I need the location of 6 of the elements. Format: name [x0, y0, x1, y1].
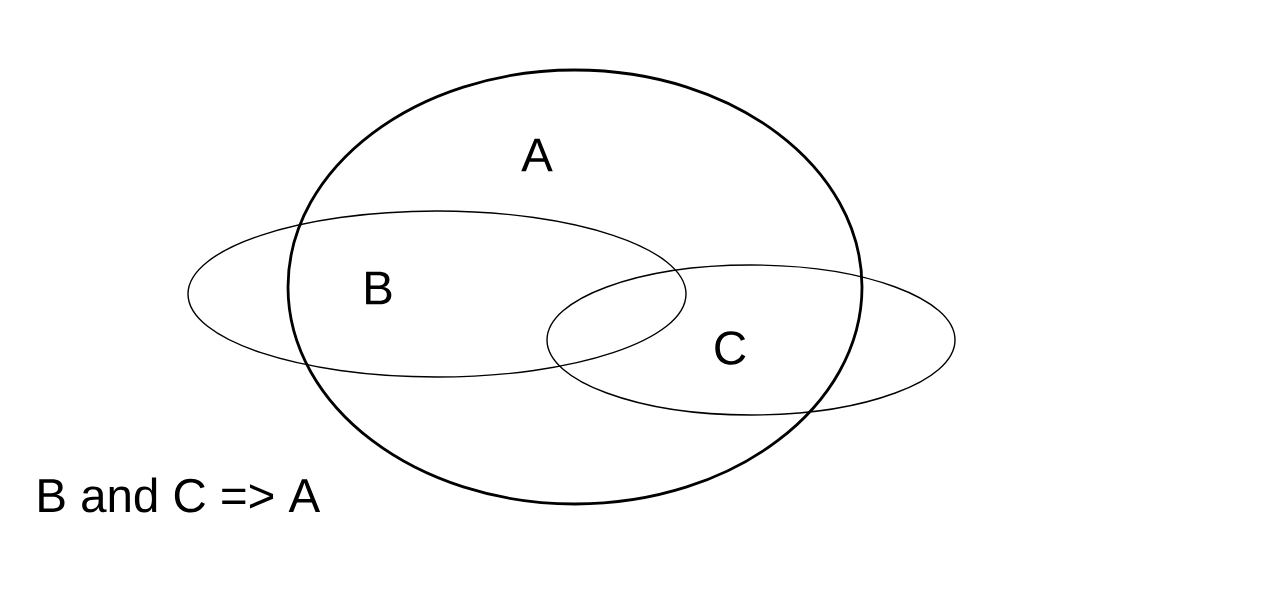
implication-text: B and C => A: [39, 477, 321, 513]
set-ellipse: [546, 264, 956, 416]
set-label: B: [366, 271, 392, 305]
set-ellipse: [187, 210, 687, 378]
set-label: A: [521, 138, 553, 172]
set-label: C: [715, 331, 746, 365]
